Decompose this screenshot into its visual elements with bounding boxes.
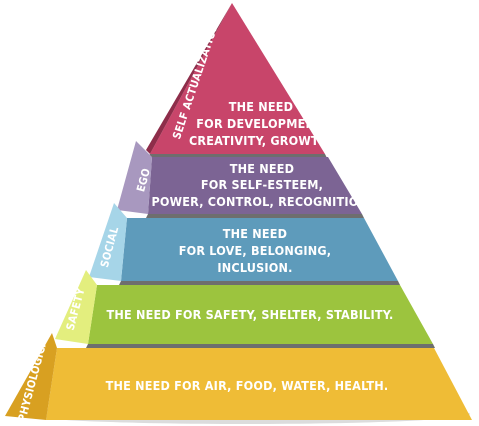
level-ego-side-label: EGO	[134, 167, 153, 193]
level-social-line-1: THE NEED	[223, 226, 287, 241]
level-physiological-front	[46, 348, 472, 420]
level-social-base	[119, 281, 400, 285]
level-safety-line-1: THE NEED FOR SAFETY, SHELTER, STABILITY.	[107, 307, 394, 322]
level-ego: EGO THE NEED FOR SELF-ESTEEM, POWER, CON…	[117, 141, 372, 218]
level-self-actualization-front	[150, 3, 325, 154]
level-self-actualization: SELF ACTUALIZATION THE NEED FOR DEVELOPM…	[146, 3, 333, 158]
level-ego-base	[146, 214, 364, 218]
level-social: SOCIAL THE NEED FOR LOVE, BELONGING, INC…	[89, 203, 400, 285]
level-self-actualization-line-1: THE NEED	[229, 99, 293, 114]
level-physiological-line-1: THE NEED FOR AIR, FOOD, WATER, HEALTH.	[106, 378, 389, 393]
level-self-actualization-line-3: CREATIVITY, GROWTH.	[189, 133, 333, 148]
level-physiological: PHYSIOLOGICAL THE NEED FOR AIR, FOOD, WA…	[5, 331, 472, 423]
level-safety-front	[88, 285, 433, 344]
level-ego-line-2: FOR SELF-ESTEEM,	[201, 177, 323, 192]
level-social-line-2: FOR LOVE, BELONGING,	[179, 243, 332, 258]
level-self-actualization-side	[146, 3, 232, 154]
level-self-actualization-line-2: FOR DEVELOPMENT,	[196, 116, 325, 131]
level-ego-line-3: POWER, CONTROL, RECOGNITION.	[151, 194, 372, 209]
level-safety: SAFETY THE NEED FOR SAFETY, SHELTER, STA…	[55, 270, 435, 348]
level-ego-front	[148, 157, 362, 214]
level-ego-line-1: THE NEED	[230, 161, 294, 176]
level-social-line-3: INCLUSION.	[217, 260, 292, 275]
level-social-side	[89, 203, 127, 281]
level-safety-base	[86, 344, 435, 348]
level-safety-side	[55, 270, 97, 344]
level-social-front	[121, 218, 398, 281]
level-ego-side	[117, 141, 152, 214]
level-physiological-side	[5, 333, 57, 420]
